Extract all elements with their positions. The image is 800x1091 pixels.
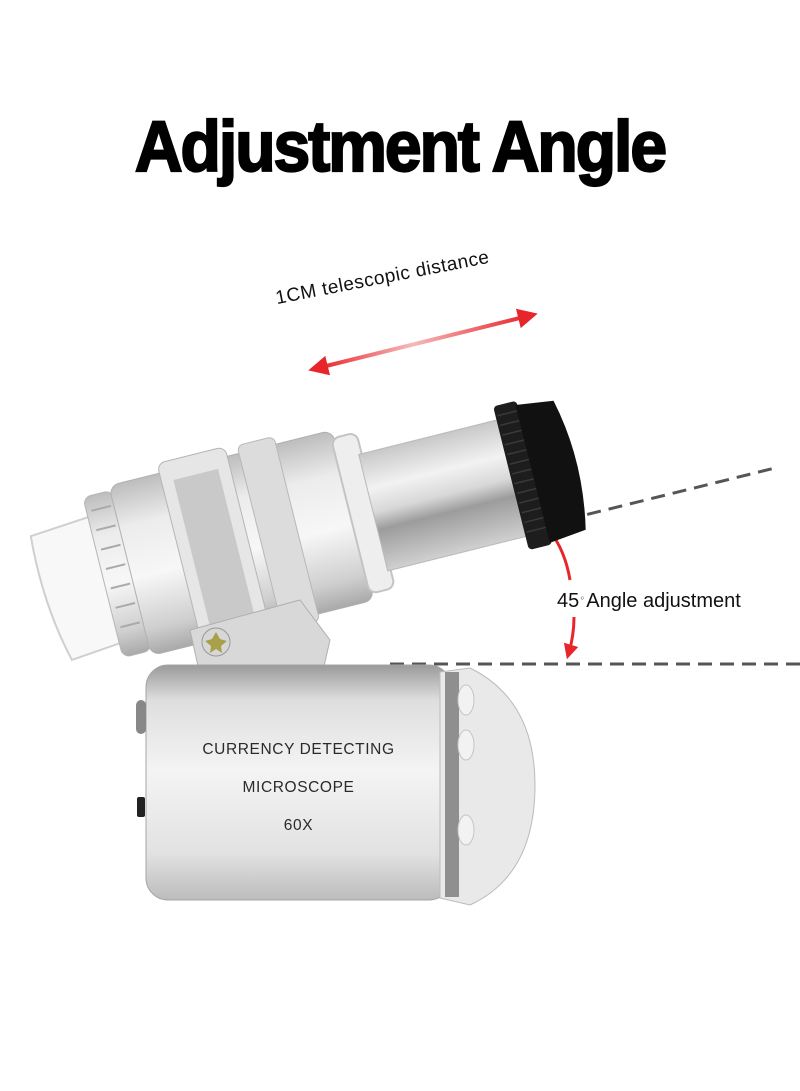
angle-value: 45 [557, 590, 580, 612]
reference-lines [390, 466, 800, 666]
telescopic-arrow [308, 308, 538, 376]
product-text-magnification: 60X [283, 817, 314, 834]
product-text-line2: MICROSCOPE [242, 779, 355, 796]
microscope-base [136, 664, 536, 906]
degree-symbol: ° [580, 596, 585, 608]
product-text-line1: CURRENCY DETECTING [202, 741, 395, 758]
angle-label-text: Angle adjustment [586, 590, 741, 612]
angle-adjustment-label: 45°Angle adjustment [557, 590, 741, 613]
page-title: Adjustment Angle [134, 105, 668, 187]
